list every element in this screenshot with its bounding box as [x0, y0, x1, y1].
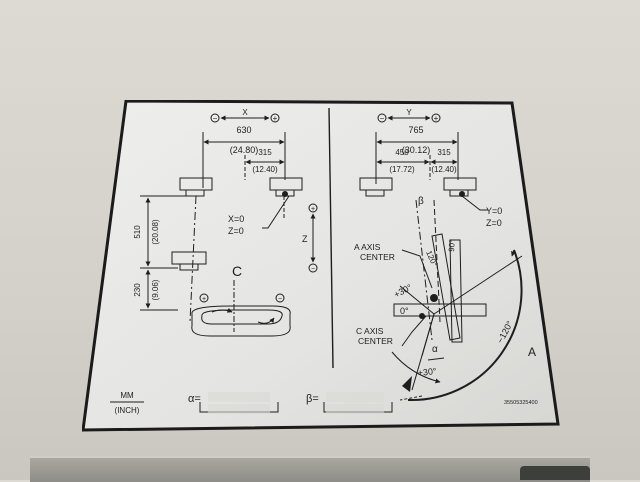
- z-zero-label-right: Z=0: [486, 218, 502, 228]
- dim-315-mm: 315: [258, 148, 272, 157]
- dim-315-right-inch: (12.40): [431, 165, 457, 174]
- dim-765-mm: 765: [408, 125, 423, 135]
- alpha-symbol: α: [432, 344, 438, 355]
- alpha-equals: α=: [188, 393, 201, 405]
- y-minus-sign: −: [380, 114, 385, 123]
- machine-frame-dark-part: [520, 466, 590, 480]
- unit-mm: MM: [120, 391, 134, 400]
- unit-inch: (INCH): [115, 406, 140, 415]
- x-axis-label: X: [242, 108, 248, 117]
- left-panel-marks: [282, 191, 288, 197]
- dim-510-inch: (20.08): [151, 219, 160, 245]
- z-zero-label-left: Z=0: [228, 226, 244, 236]
- y-zero-label: Y=0: [486, 206, 502, 216]
- c-axis-letter: C: [232, 263, 242, 279]
- plate-border: [82, 100, 560, 432]
- z-plus-sign: +: [311, 206, 315, 213]
- center-divider: [328, 107, 334, 369]
- c-axis-center-line2: CENTER: [358, 336, 393, 346]
- a-axis-center-line2: CENTER: [360, 252, 395, 262]
- beta-symbol: β: [418, 196, 424, 207]
- dim-510-mm: 510: [133, 225, 142, 239]
- a-axis-letter: A: [528, 345, 536, 359]
- y-axis-label: Y: [406, 108, 412, 117]
- dim-450-inch: (17.72): [389, 165, 415, 174]
- dim-230-inch: (9.06): [151, 279, 160, 300]
- machine-frame-bottom: [30, 456, 590, 482]
- angle-zero: 0°: [400, 306, 409, 316]
- dim-765-inch: (30.12): [402, 145, 431, 155]
- c-axis-center-line1: C AXIS: [356, 326, 384, 336]
- x-minus-sign: −: [213, 114, 218, 123]
- left-panel: [140, 113, 318, 337]
- dim-315-inch: (12.40): [252, 165, 278, 174]
- y-plus-sign: +: [434, 114, 439, 123]
- x-plus-sign: +: [273, 114, 278, 123]
- right-panel-marks: [402, 191, 465, 392]
- table-plus-sign: −: [278, 296, 282, 303]
- dim-630-mm: 630: [236, 125, 251, 135]
- dim-230-mm: 230: [133, 283, 142, 297]
- blank-value-fields: [208, 392, 384, 414]
- x-zero-label: X=0: [228, 214, 244, 224]
- right-panel: [359, 113, 523, 402]
- a-axis-center-line1: A AXIS: [354, 242, 381, 252]
- dim-630-inch: (24.80): [230, 145, 259, 155]
- z-axis-label: Z: [302, 234, 308, 244]
- table-minus-sign: +: [202, 296, 206, 303]
- machine-label-plate: X − + 630 (24.80) 315 (12.40) 510 (20.08…: [82, 100, 560, 432]
- part-number: 35505325400: [504, 400, 538, 406]
- angle-90: 90°: [447, 239, 457, 252]
- beta-equals: β=: [306, 393, 319, 405]
- angle-plus30-lower: +30°: [417, 366, 437, 378]
- dim-450-mm: 450: [395, 148, 409, 157]
- z-minus-sign: −: [311, 266, 315, 273]
- dim-315-right-mm: 315: [437, 148, 451, 157]
